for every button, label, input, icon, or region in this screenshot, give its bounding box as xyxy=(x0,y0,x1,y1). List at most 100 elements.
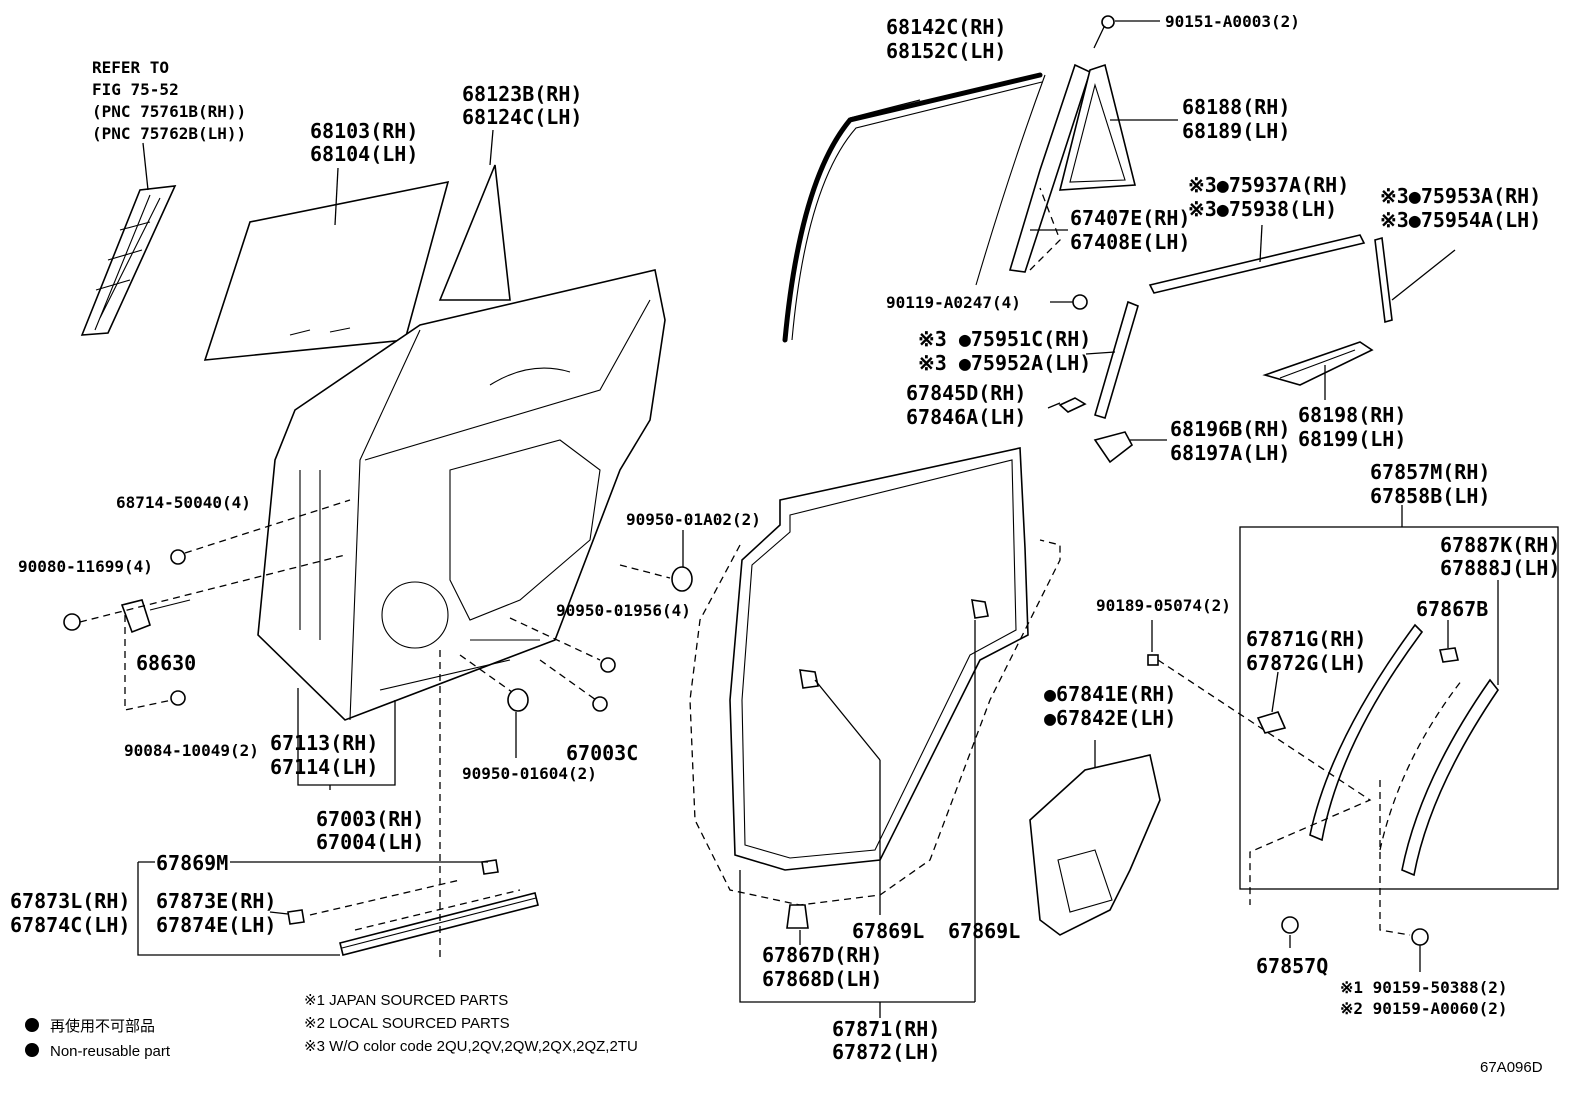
refer-note: REFER TO FIG 75-52 (PNC 75761B(RH)) (PNC… xyxy=(92,58,246,143)
label-67841-rh: ●67841E(RH) xyxy=(1044,682,1176,706)
label-67113-lh: 67114(LH) xyxy=(270,755,378,779)
footnotes: ※1 JAPAN SOURCED PARTS ※2 LOCAL SOURCED … xyxy=(304,992,638,1055)
leader-lines xyxy=(137,20,1499,1018)
refer-line-1: REFER TO xyxy=(92,58,169,77)
clip-68714 xyxy=(170,549,186,565)
label-67407-rh: 67407E(RH) xyxy=(1070,206,1190,230)
door-weatherstrip xyxy=(689,447,1061,906)
clip-67845 xyxy=(1058,397,1087,413)
quarter-window-weatherstrip xyxy=(1058,63,1137,191)
label-67113-rh: 67113(RH) xyxy=(270,731,378,755)
plug-90950-01956 xyxy=(600,657,616,673)
legend-japanese: 再使用不可部品 xyxy=(50,1018,155,1035)
label-68630: 68630 xyxy=(136,651,196,675)
bracket-68198 xyxy=(1262,341,1374,386)
label-75953-rh: ※3●75953A(RH) xyxy=(1380,184,1541,208)
label-90950-01a02: 90950-01A02(2) xyxy=(626,510,761,529)
label-67857-lh: 67858B(LH) xyxy=(1370,484,1490,508)
plug-67003C xyxy=(592,696,608,712)
label-67871-rh: 67871(RH) xyxy=(832,1017,940,1041)
label-68103-rh: 68103(RH) xyxy=(310,119,418,143)
label-67887-rh: 67887K(RH) xyxy=(1440,533,1560,557)
label-67871G-rh: 67871G(RH) xyxy=(1246,627,1366,651)
label-67873L-lh: 67874C(LH) xyxy=(10,913,130,937)
label-90950-01604: 90950-01604(2) xyxy=(462,764,597,783)
label-67003C: 67003C xyxy=(566,741,638,765)
label-75937-lh: ※3●75938(LH) xyxy=(1188,197,1337,221)
label-68714: 68714-50040(4) xyxy=(116,493,251,512)
label-67845-rh: 67845D(RH) xyxy=(906,381,1026,405)
label-68103-lh: 68104(LH) xyxy=(310,142,418,166)
clip-90189 xyxy=(1147,654,1159,666)
label-75951-lh: ※3 ●75952A(LH) xyxy=(918,351,1091,375)
label-68196-rh: 68196B(RH) xyxy=(1170,417,1290,441)
clip-67869M xyxy=(481,859,499,875)
label-90189: 90189-05074(2) xyxy=(1096,596,1231,615)
label-67867B: 67867B xyxy=(1416,597,1488,621)
screw-90159 xyxy=(1411,928,1429,946)
rear-garnish-strip xyxy=(1374,236,1393,324)
door-lower-moulding xyxy=(339,892,539,956)
label-67887-lh: 67888J(LH) xyxy=(1440,556,1560,580)
label-90159-2: ※2 90159-A0060(2) xyxy=(1340,999,1508,1018)
belt-moulding-strip xyxy=(1148,234,1366,294)
pillar-garnish xyxy=(1094,300,1139,419)
fastener-90080 xyxy=(63,613,81,631)
clip-67873E xyxy=(287,909,305,925)
label-67869L-a: 67869L xyxy=(852,919,924,943)
label-68188-rh: 68188(RH) xyxy=(1182,95,1290,119)
refer-line-3: (PNC 75761B(RH)) xyxy=(92,102,246,121)
bolt-90151 xyxy=(1093,15,1115,49)
label-68198-lh: 68199(LH) xyxy=(1298,427,1406,451)
legend-english: Non-reusable part xyxy=(50,1043,171,1060)
belt-molding-refer-part xyxy=(80,185,177,336)
label-90950-01956: 90950-01956(4) xyxy=(556,601,691,620)
footnote-japan-sourced: ※1 JAPAN SOURCED PARTS xyxy=(304,992,508,1009)
label-68196-lh: 68197A(LH) xyxy=(1170,441,1290,465)
clip-67869L xyxy=(799,599,989,689)
label-75951-rh: ※3 ●75951C(RH) xyxy=(918,327,1091,351)
footnote-local-sourced: ※2 LOCAL SOURCED PARTS xyxy=(304,1015,510,1032)
door-panel xyxy=(257,269,666,721)
label-67871G-lh: 67872G(LH) xyxy=(1246,651,1366,675)
fastener-90084 xyxy=(170,690,186,706)
clip-67867D xyxy=(786,904,809,929)
legend: 再使用不可部品 Non-reusable part xyxy=(25,1018,171,1060)
clip-68196 xyxy=(1093,431,1134,464)
label-67857-rh: 67857M(RH) xyxy=(1370,460,1490,484)
label-67869L-b: 67869L xyxy=(948,919,1020,943)
bolt-90119 xyxy=(1072,294,1088,310)
label-67857Q: 67857Q xyxy=(1256,954,1328,978)
quarter-window-glass xyxy=(438,164,511,301)
label-68123-rh: 68123B(RH) xyxy=(462,82,582,106)
label-90084: 90084-10049(2) xyxy=(124,741,259,760)
non-reusable-bullet-icon xyxy=(25,1018,39,1032)
label-67845-lh: 67846A(LH) xyxy=(906,405,1026,429)
label-67873L-rh: 67873L(RH) xyxy=(10,889,130,913)
label-90080: 90080-11699(4) xyxy=(18,557,153,576)
label-68198-rh: 68198(RH) xyxy=(1298,403,1406,427)
footnote-color-code: ※3 W/O color code 2QU,2QV,2QW,2QX,2QZ,2T… xyxy=(304,1038,638,1055)
label-67871-lh: 67872(LH) xyxy=(832,1040,940,1064)
window-frame-molding xyxy=(782,72,1046,343)
dashed-guide-lines xyxy=(79,187,1411,960)
label-68123-lh: 68124C(LH) xyxy=(462,105,582,129)
label-67003-rh: 67003(RH) xyxy=(316,807,424,831)
service-hole-cover xyxy=(1029,754,1161,936)
label-68188-lh: 68189(LH) xyxy=(1182,119,1290,143)
label-68142-lh: 68152C(LH) xyxy=(886,39,1006,63)
diagram-code: 67A096D xyxy=(1480,1059,1543,1076)
label-90151: 90151-A0003(2) xyxy=(1165,12,1300,31)
refer-line-2: FIG 75-52 xyxy=(92,80,179,99)
label-90119: 90119-A0247(4) xyxy=(886,293,1021,312)
label-75937-rh: ※3●75937A(RH) xyxy=(1188,173,1349,197)
label-67869M: 67869M xyxy=(156,851,228,875)
refer-line-4: (PNC 75762B(LH)) xyxy=(92,124,246,143)
plug-90950-01A02 xyxy=(671,566,693,592)
label-67867D-rh: 67867D(RH) xyxy=(762,943,882,967)
label-67003-lh: 67004(LH) xyxy=(316,830,424,854)
label-75953-lh: ※3●75954A(LH) xyxy=(1380,208,1541,232)
label-67407-lh: 67408E(LH) xyxy=(1070,230,1190,254)
label-90159-1: ※1 90159-50388(2) xyxy=(1340,978,1508,997)
